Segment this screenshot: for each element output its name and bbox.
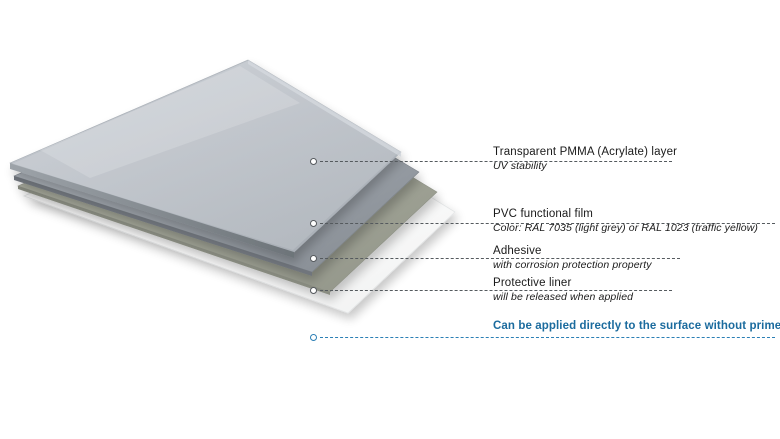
label-callout: Can be applied directly to the surface w… bbox=[493, 320, 780, 333]
leader-dot-protective-liner bbox=[310, 287, 317, 294]
leader-dot-pmma bbox=[310, 158, 317, 165]
leader-line-pmma bbox=[320, 161, 672, 163]
label-pvc-title: PVC functional film bbox=[493, 208, 593, 220]
pmma-gloss-overlay bbox=[12, 61, 399, 250]
leader-dot-pvc bbox=[310, 220, 317, 227]
label-pmma-title: Transparent PMMA (Acrylate) layer bbox=[493, 146, 678, 158]
label-pvc-sub: Color: RAL 7035 (light grey) or RAL 1023… bbox=[493, 222, 759, 234]
label-pmma-sub: UV stability bbox=[493, 160, 547, 172]
label-protective-liner: Protective liner will be released when a… bbox=[493, 277, 633, 304]
leader-line-pvc bbox=[320, 223, 775, 225]
leader-line-callout bbox=[320, 337, 775, 339]
leader-dot-callout bbox=[310, 334, 317, 341]
label-protective-liner-title: Protective liner bbox=[493, 277, 572, 289]
leader-line-protective-liner bbox=[320, 290, 672, 292]
label-adhesive-sub: with corrosion protection property bbox=[493, 259, 652, 271]
leader-line-adhesive bbox=[320, 258, 680, 260]
label-protective-liner-sub: will be released when applied bbox=[493, 291, 634, 303]
leader-dot-adhesive bbox=[310, 255, 317, 262]
label-pvc: PVC functional film Color: RAL 7035 (lig… bbox=[493, 208, 758, 235]
label-pmma: Transparent PMMA (Acrylate) layer UV sta… bbox=[493, 146, 677, 173]
label-adhesive: Adhesive with corrosion protection prope… bbox=[493, 245, 652, 272]
label-adhesive-title: Adhesive bbox=[493, 245, 542, 257]
label-callout-text: Can be applied directly to the surface w… bbox=[493, 320, 780, 332]
